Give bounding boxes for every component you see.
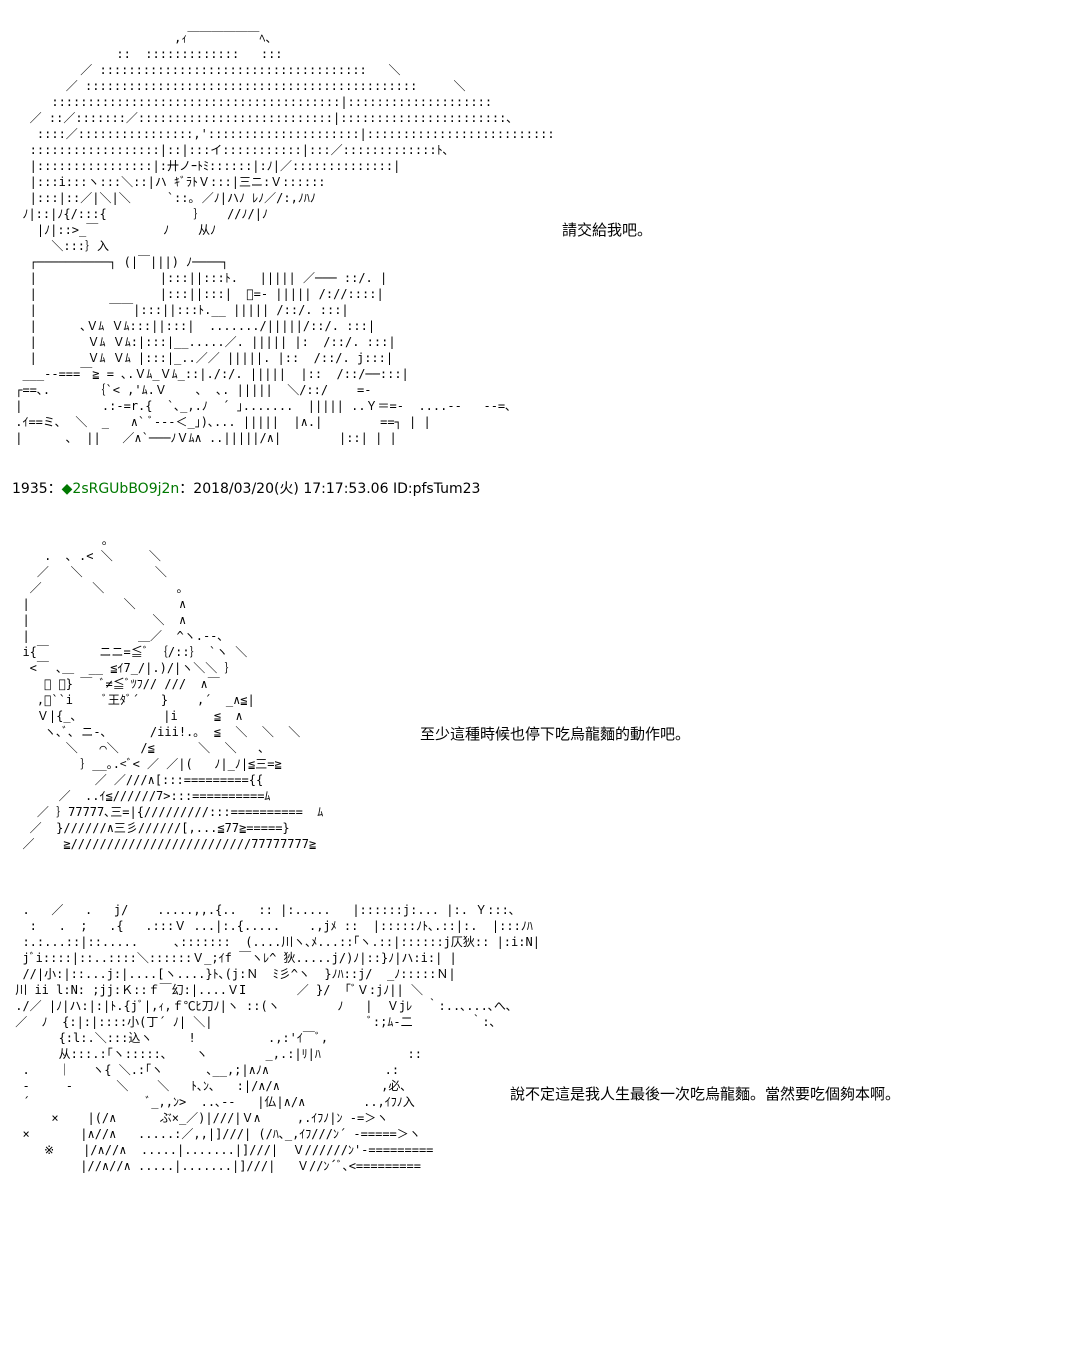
ascii-art-upper: ,ｨ￣￣￣￣￣￣ﾍ、 :: ::::::::::::: ::: ／ ::::::… [15,31,555,445]
post-datetime: 2018/03/20(火) 17:17:53.06 [193,481,389,497]
spacer-after-meta [0,498,1080,532]
spacer-after-middle [0,852,1080,902]
poster-name-tripcode[interactable]: ◆2sRGUbBO9j2n [61,481,180,497]
aa-post-middle: ｡ . ､ .< ＼ ＼ ／ ＼ ＼ ／ ＼ 。 | ＼ ∧ | ＼ ∧ | ＿… [0,532,1080,852]
ascii-art-lower: . ／ . j/ .....,,.{.. :: |:..... |::::::j… [15,903,540,1173]
post-number: 1935 [12,481,48,497]
speech-text-lower: 說不定這是我人生最後一次吃烏龍麵。當然要吃個夠本啊。 [510,1085,901,1103]
aa-post-upper: ,ｨ￣￣￣￣￣￣ﾍ、 :: ::::::::::::: ::: ／ ::::::… [0,30,1080,446]
spacer-after-upper [0,446,1080,480]
speech-text-middle: 至少這種時候也停下吃烏龍麵的動作吧。 [420,725,691,743]
ascii-art-middle: ｡ . ､ .< ＼ ＼ ／ ＼ ＼ ／ ＼ 。 | ＼ ∧ | ＼ ∧ | ＿… [22,533,324,851]
meta-separator-1: ： [47,481,62,497]
meta-separator-2: ： [179,481,194,497]
speech-text-upper: 請交給我吧。 [562,221,653,239]
aa-post-lower: . ／ . j/ .....,,.{.. :: |:..... |::::::j… [0,902,1080,1174]
poster-id: ID:pfsTum23 [392,481,481,497]
post-meta-line: 1935：◆2sRGUbBO9j2n：2018/03/20(火) 17:17:5… [0,480,1080,498]
